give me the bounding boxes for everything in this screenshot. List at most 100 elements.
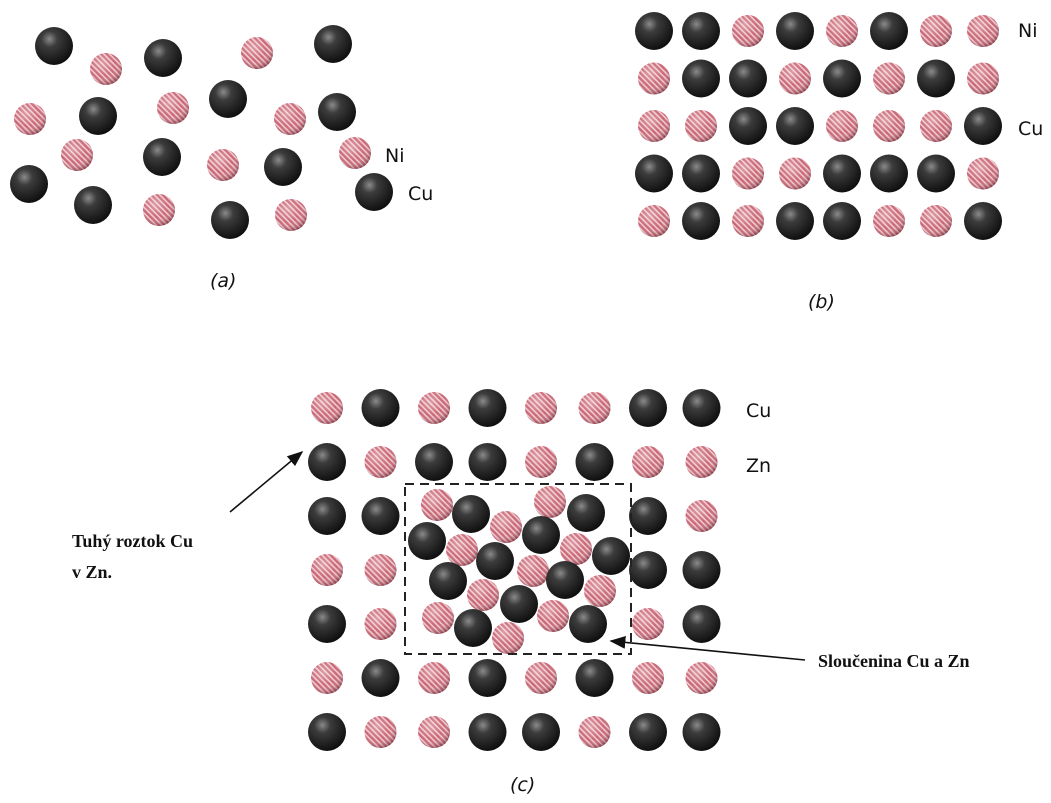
panel-b-legend-ni: Ni xyxy=(1018,20,1038,42)
cu-atom xyxy=(308,605,346,643)
cu-atom xyxy=(629,551,667,589)
cu-atom xyxy=(870,12,908,50)
cu-atom xyxy=(522,713,560,751)
ni-atom xyxy=(14,103,46,135)
ni-atom xyxy=(275,199,307,231)
zn-atom xyxy=(578,392,611,424)
ni-atom xyxy=(157,92,189,124)
cu-atom xyxy=(629,389,667,427)
cu-atom xyxy=(361,659,400,697)
cu-atom xyxy=(635,154,673,193)
cu-atom xyxy=(682,202,720,240)
cu-atom xyxy=(575,443,614,481)
cu-atom xyxy=(776,202,814,240)
ni-atom xyxy=(920,205,952,237)
zn-atom xyxy=(364,446,397,478)
cu-atom xyxy=(415,443,453,481)
cu-atom xyxy=(476,542,514,580)
zn-atom xyxy=(685,500,718,532)
cu-atom xyxy=(318,93,356,131)
panel-c-label: (c) xyxy=(510,774,535,796)
cu-atom xyxy=(964,202,1002,240)
zn-atom xyxy=(534,486,566,518)
panel-a-legend-cu: Cu xyxy=(408,183,433,205)
ni-atom xyxy=(920,15,952,47)
cu-atom xyxy=(452,495,490,533)
ni-atom xyxy=(90,53,122,85)
cu-atom xyxy=(211,201,249,239)
cu-atom xyxy=(682,59,720,98)
cu-atom xyxy=(355,173,393,211)
cu-atom xyxy=(468,389,507,427)
cu-atom xyxy=(209,80,247,118)
cu-atom xyxy=(10,165,48,203)
zn-atom xyxy=(560,533,592,565)
cu-atom xyxy=(682,551,721,589)
ni-atom xyxy=(207,149,239,181)
cu-atom xyxy=(361,389,400,427)
cu-atom xyxy=(264,148,302,186)
zn-atom xyxy=(418,392,450,424)
cu-atom xyxy=(361,497,400,535)
cu-atom xyxy=(823,202,861,240)
compound-cluster xyxy=(408,486,630,654)
ni-atom xyxy=(274,103,306,135)
solid-solution-arrow xyxy=(229,450,304,513)
panel-a-label: (a) xyxy=(210,270,236,292)
cu-atom xyxy=(776,107,814,145)
cu-atom xyxy=(592,537,630,575)
cu-atom xyxy=(635,12,673,50)
zn-atom xyxy=(517,555,549,587)
cu-atom xyxy=(429,562,467,600)
zn-atom xyxy=(492,622,524,654)
zn-atom xyxy=(537,600,569,632)
cu-atom xyxy=(567,494,605,532)
zn-atom xyxy=(685,662,718,694)
ni-atom xyxy=(638,205,670,237)
ni-atom xyxy=(873,205,905,237)
zn-atom xyxy=(421,489,453,521)
panel-c xyxy=(308,389,721,751)
cu-atom xyxy=(144,39,182,77)
cu-atom xyxy=(682,713,721,751)
zn-atom xyxy=(422,602,454,634)
ni-atom xyxy=(685,110,717,142)
cu-atom xyxy=(629,497,667,535)
zn-atom xyxy=(525,662,557,694)
ni-atom xyxy=(967,15,999,47)
zn-atom xyxy=(311,554,343,586)
cu-atom xyxy=(729,59,767,98)
cu-atom xyxy=(408,522,446,560)
ni-atom xyxy=(143,194,175,226)
cu-atom xyxy=(500,585,538,623)
cu-atom xyxy=(682,605,721,643)
compound-caption: Sloučenina Cu a Zn xyxy=(818,651,970,671)
ni-atom xyxy=(967,157,999,190)
ni-atom xyxy=(826,15,858,47)
panel-a-legend-ni: Ni xyxy=(385,145,405,167)
ni-atom xyxy=(732,157,764,190)
zn-atom xyxy=(525,392,557,424)
cu-atom xyxy=(575,659,614,697)
cu-atom xyxy=(468,659,507,697)
cu-atom xyxy=(143,138,181,176)
ni-atom xyxy=(732,15,764,47)
cu-atom xyxy=(569,605,607,643)
panel-c-legend-zn: Zn xyxy=(746,455,771,477)
panel-b-legend-cu: Cu xyxy=(1018,118,1043,140)
cu-atom xyxy=(682,154,720,193)
zn-atom xyxy=(490,511,522,543)
zn-atom xyxy=(364,554,397,586)
cu-atom xyxy=(468,443,507,481)
zn-atom xyxy=(311,662,343,694)
zn-atom xyxy=(311,392,343,424)
cu-atom xyxy=(74,186,112,224)
cu-atom xyxy=(870,154,908,193)
panel-b xyxy=(635,12,1002,240)
ni-atom xyxy=(638,110,670,142)
zn-atom xyxy=(525,446,557,478)
cu-atom xyxy=(823,59,861,98)
zn-atom xyxy=(418,662,450,694)
cu-atom xyxy=(468,713,507,751)
zn-atom xyxy=(418,716,450,748)
